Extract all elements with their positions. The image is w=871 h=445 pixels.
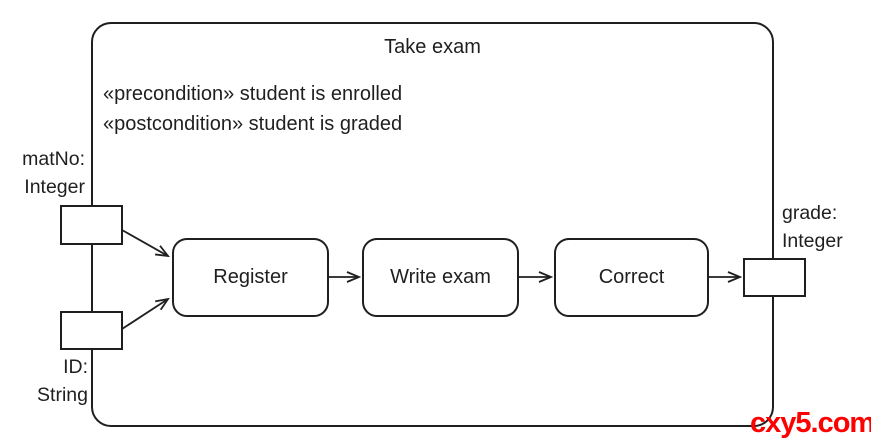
action-label-write-exam: Write exam <box>390 266 491 288</box>
label-grade-line1: grade: <box>782 202 838 224</box>
watermark: cxy5.com <box>750 407 871 439</box>
label-matno: matNo: Integer <box>0 145 85 201</box>
output-pin-grade <box>743 258 806 297</box>
action-node-register: Register <box>172 238 329 317</box>
label-id-line2: String <box>37 384 88 406</box>
action-node-correct: Correct <box>554 238 709 317</box>
label-id-line1: ID: <box>63 356 88 378</box>
frame-title: Take exam <box>384 36 481 58</box>
label-grade: grade: Integer <box>782 199 870 255</box>
condition-block: «precondition» student is enrolled «post… <box>103 79 402 139</box>
postcondition-text: «postcondition» student is graded <box>103 113 403 135</box>
precondition-text: «precondition» student is enrolled <box>103 83 403 105</box>
input-pin-id <box>60 311 123 350</box>
action-label-correct: Correct <box>598 266 665 288</box>
label-matno-line1: matNo: <box>22 148 85 170</box>
action-node-write-exam: Write exam <box>362 238 519 317</box>
label-grade-line2: Integer <box>782 230 843 252</box>
label-id: ID: String <box>0 353 88 409</box>
action-label-register: Register <box>213 266 288 288</box>
label-matno-line2: Integer <box>24 176 85 198</box>
input-pin-matno <box>60 205 123 245</box>
